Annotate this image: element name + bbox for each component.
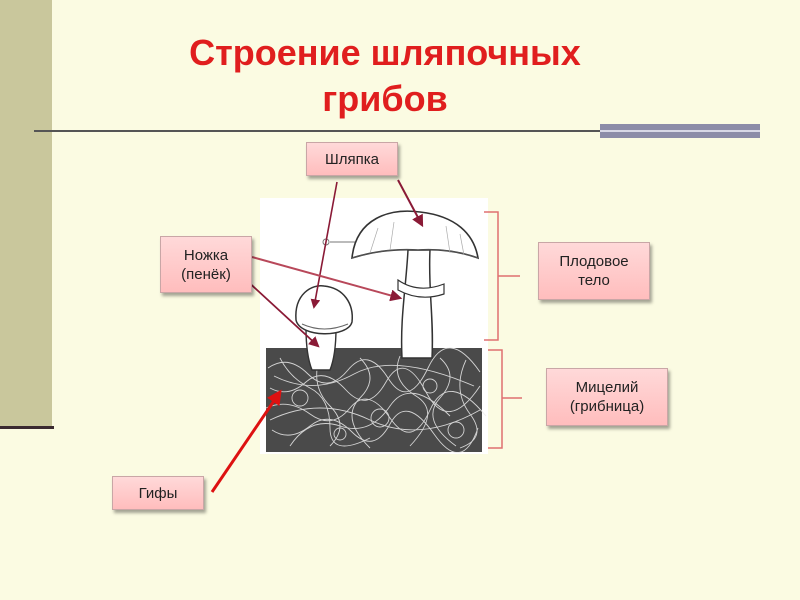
title-divider-accent-line xyxy=(600,130,760,132)
mushroom-drawing xyxy=(260,198,488,454)
label-cap: Шляпка xyxy=(306,142,398,176)
mature-stem xyxy=(400,249,434,359)
decorative-sidebar xyxy=(0,0,52,428)
label-fruit-body: Плодовое тело xyxy=(538,242,650,300)
sidebar-underline xyxy=(0,426,54,429)
slide-title: Строение шляпочных грибов xyxy=(189,32,581,119)
bracket-mycelium xyxy=(488,349,522,449)
label-stem: Ножка (пенёк) xyxy=(160,236,252,293)
title-divider xyxy=(34,130,600,132)
label-hyphae: Гифы xyxy=(112,476,204,510)
soil-mycelium xyxy=(266,348,482,452)
label-mycelium: Мицелий (грибница) xyxy=(546,368,668,426)
bracket-fruit-body xyxy=(484,211,520,341)
stem-ring xyxy=(397,278,445,298)
